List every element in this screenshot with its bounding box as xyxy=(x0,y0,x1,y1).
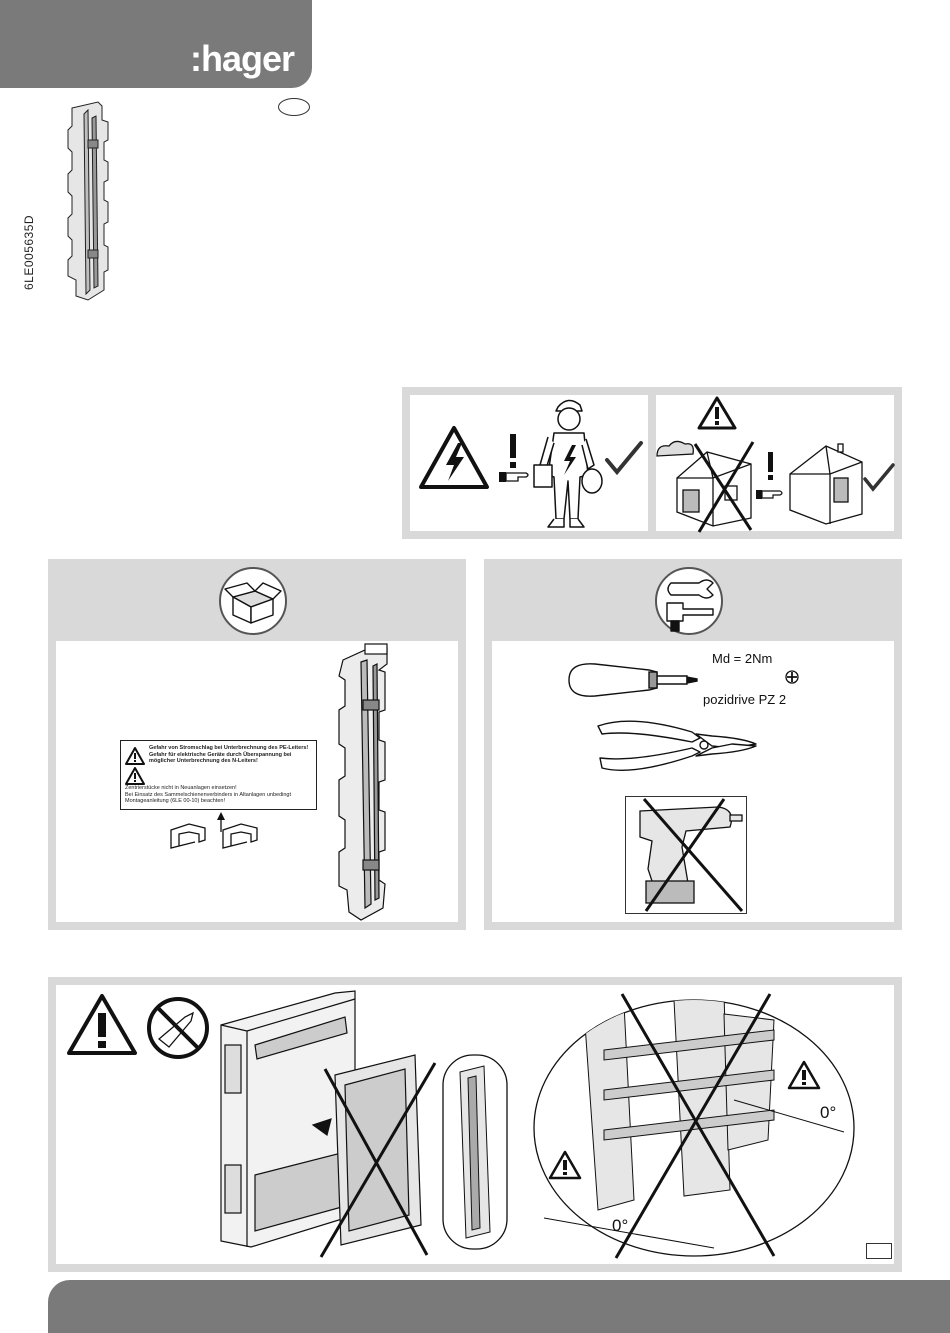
tools-badge xyxy=(655,567,723,635)
busbar-holder-illustration xyxy=(338,643,388,921)
pliers-illustration xyxy=(597,720,757,771)
house-incorrect-illustration xyxy=(656,440,755,533)
sticker-line-3: Zentrierstücke nicht in Neuanlagen einse… xyxy=(125,785,237,791)
angle-label-left: 0° xyxy=(612,1216,629,1235)
torque-label: Md = 2Nm xyxy=(712,651,773,666)
warning-triangle-small-right-icon xyxy=(787,1060,821,1090)
screwdriver-type-label: pozidrive PZ 2 xyxy=(703,692,787,707)
detail-zoom-illustration xyxy=(442,1054,508,1250)
open-box-badge xyxy=(219,567,287,635)
sticker-line-2: Gefahr für elektrische Geräte durch Über… xyxy=(149,751,292,765)
warning-triangle-small-icon xyxy=(125,747,145,765)
warning-label-sticker: Gefahr von Stromschlag bei Unterbrechnun… xyxy=(120,740,317,810)
screwdriver-illustration xyxy=(568,663,698,697)
no-drill-icon xyxy=(639,798,744,912)
attention-icon-right xyxy=(756,452,783,499)
angle-label-right: 0° xyxy=(820,1103,837,1122)
sticker-line-1: Gefahr von Stromschlag bei Unterbrechnun… xyxy=(149,745,309,751)
clips-illustration xyxy=(170,823,258,849)
no-drill-box xyxy=(625,796,747,914)
footer-bar xyxy=(48,1280,950,1333)
electrician-figure xyxy=(533,399,603,528)
tools-icon xyxy=(666,579,714,632)
warning-triangle-small-left-icon xyxy=(548,1150,582,1180)
arrow-up-icon xyxy=(217,812,225,832)
open-box-icon xyxy=(224,582,282,624)
no-screwdriver-icon xyxy=(147,997,209,1059)
warning-triangle-icon xyxy=(697,396,737,430)
warning-triangle-small-icon-2 xyxy=(125,767,145,785)
document-code: 6LE005635D xyxy=(22,214,36,290)
brand-header: :hager xyxy=(0,0,312,88)
electric-hazard-icon xyxy=(419,426,489,489)
language-badge xyxy=(278,98,310,116)
check-mark-icon-right xyxy=(863,463,895,492)
page-marker-box xyxy=(866,1243,892,1259)
brand-logo: :hager xyxy=(189,38,295,79)
check-mark-icon xyxy=(605,441,643,476)
warning-triangle-large-icon xyxy=(67,994,137,1055)
product-illustration xyxy=(67,101,109,301)
pozidrive-symbol-icon xyxy=(785,670,799,684)
alignment-detail-illustration xyxy=(533,993,855,1259)
sticker-line-4: Bei Einsatz des Sammelschienenverbinders… xyxy=(125,791,292,805)
house-correct-illustration xyxy=(789,443,863,525)
attention-icon xyxy=(499,434,529,482)
enclosure-illustration xyxy=(220,990,437,1258)
